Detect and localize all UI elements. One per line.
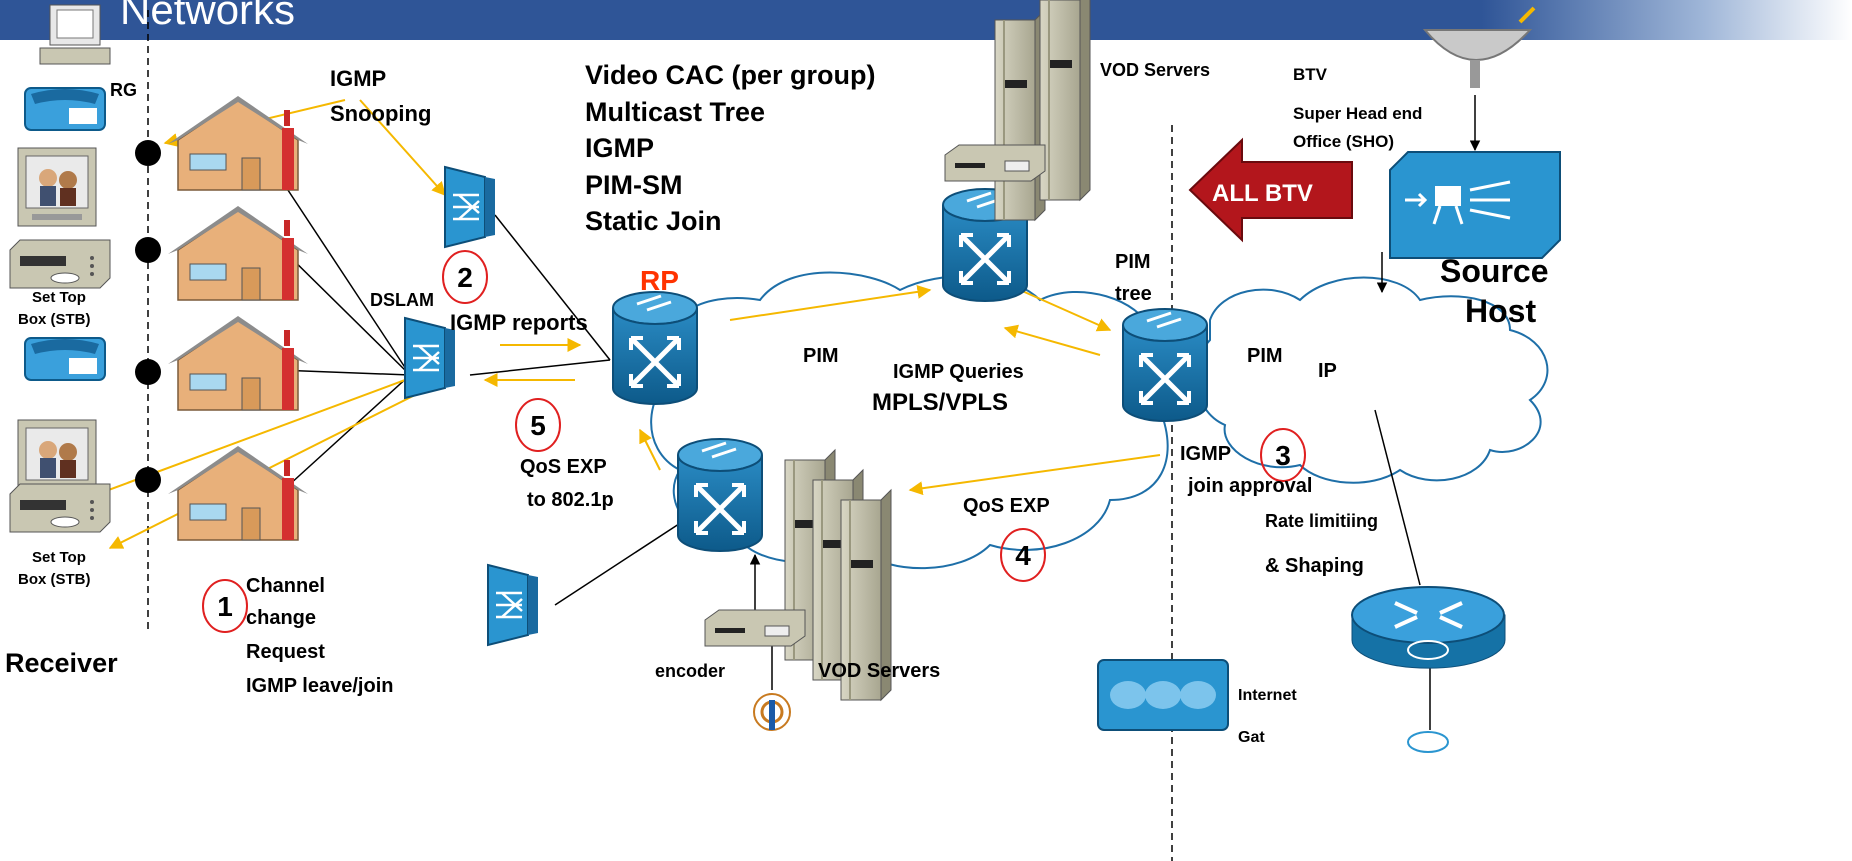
- internet-label: Internet: [1238, 687, 1297, 704]
- all-btv-arrow: [1188, 137, 1353, 243]
- sho-label-1: Super Head end: [1293, 104, 1422, 123]
- rate-limiting-router-icon: [1351, 586, 1506, 669]
- ip-phone-label-2: IP: [77, 360, 90, 376]
- rg-nodes: [135, 140, 161, 493]
- gateway-partial-label: Gat: [1238, 729, 1265, 746]
- stb-label-1: Set Top: [32, 289, 86, 306]
- mpls-vpls-label: MPLS/VPLS: [872, 389, 1008, 416]
- channel-change-1: Channel: [246, 575, 325, 597]
- encoder-label: encoder: [655, 661, 725, 681]
- channel-change-2: change: [246, 607, 316, 629]
- ip-cloud: [1195, 276, 1549, 484]
- vod-servers-bottom-label: VOD Servers: [818, 660, 940, 682]
- igmp-reports-label: IGMP reports: [450, 310, 588, 335]
- igmp-join-label: IGMP: [1180, 443, 1231, 465]
- igmp-queries-label: IGMP Queries: [893, 361, 1024, 383]
- dslam-snooping-icon: [443, 165, 497, 249]
- antenna-icon: [753, 693, 791, 731]
- house-icon: [167, 205, 309, 301]
- satellite-dish-icon: [1422, 6, 1536, 88]
- feature-2: Multicast Tree: [585, 97, 765, 127]
- join-approval-label: join approval: [1187, 475, 1312, 497]
- pc-icon: [39, 4, 111, 65]
- step-markers: [202, 250, 1306, 633]
- internet-gateway-icon: [1097, 659, 1229, 731]
- qos-exp-label: QoS EXP: [963, 495, 1050, 517]
- tv-icon: [17, 147, 97, 227]
- stb-label-1b: Box (STB): [18, 311, 91, 328]
- source-host-icon: [1389, 151, 1561, 259]
- title-bar: [0, 0, 1852, 40]
- igmp-snooping-label: IGMP: [330, 66, 386, 91]
- network-links: [277, 174, 1431, 730]
- dslam-bottom-icon: [486, 563, 540, 647]
- house-icon: [167, 95, 309, 191]
- step-2: 2: [457, 262, 473, 293]
- bottom-router-partial-icon: [1407, 731, 1449, 753]
- feature-5: Static Join: [585, 206, 722, 236]
- set-top-box-icon: [9, 239, 111, 289]
- rp-label: RP: [640, 265, 679, 296]
- feature-4: PIM-SM: [585, 170, 683, 200]
- pim-left-label: PIM: [803, 345, 839, 367]
- all-btv-label: ALL BTV: [1212, 180, 1313, 207]
- stb-label-2: Set Top: [32, 549, 86, 566]
- channel-change-4: IGMP leave/join: [246, 675, 393, 697]
- step-3: 3: [1275, 440, 1291, 471]
- source-host-label-1: Source: [1440, 253, 1548, 289]
- igmp-snooping-label-2: Snooping: [330, 101, 431, 126]
- rg-label: RG: [110, 80, 137, 100]
- dslam-label: DSLAM: [370, 290, 434, 310]
- qos-exp-8021p-label-2: to 802.1p: [527, 489, 614, 511]
- stb-label-2b: Box (STB): [18, 571, 91, 588]
- sho-label-2: Office (SHO): [1293, 132, 1394, 151]
- pim-router-icon: [1123, 309, 1207, 421]
- source-host-label-2: Host: [1465, 293, 1536, 329]
- channel-change-3: Request: [246, 641, 325, 663]
- pim-tree-label-2: tree: [1115, 283, 1152, 305]
- ip-phone-icon: [24, 337, 106, 381]
- vod-servers-top-label: VOD Servers: [1100, 60, 1210, 80]
- set-top-box-icon: [9, 483, 111, 533]
- receiver-label: Receiver: [5, 648, 118, 678]
- feature-3: IGMP: [585, 133, 654, 163]
- rp-router-icon: [613, 292, 697, 404]
- edge-router-bottom-icon: [678, 439, 762, 551]
- ip-phone-label-1: IP: [77, 110, 90, 126]
- dslam-icon: [403, 316, 457, 400]
- shaping-label: & Shaping: [1265, 555, 1364, 577]
- vod-servers-top-icon: [944, 0, 1091, 221]
- pim-tree-label: PIM: [1115, 251, 1151, 273]
- page-title: Networks: [120, 0, 296, 33]
- ip-label: IP: [1318, 360, 1337, 382]
- ip-phone-icon: [24, 87, 106, 131]
- pim-right-label: PIM: [1247, 345, 1283, 367]
- step-4: 4: [1015, 540, 1031, 571]
- step-1: 1: [217, 591, 233, 622]
- feature-1: Video CAC (per group): [585, 60, 876, 90]
- step-5: 5: [530, 410, 546, 441]
- rate-limiting-label: Rate limitiing: [1265, 511, 1378, 531]
- house-icon: [167, 315, 309, 411]
- qos-exp-8021p-label: QoS EXP: [520, 456, 607, 478]
- btv-label: BTV: [1293, 65, 1328, 84]
